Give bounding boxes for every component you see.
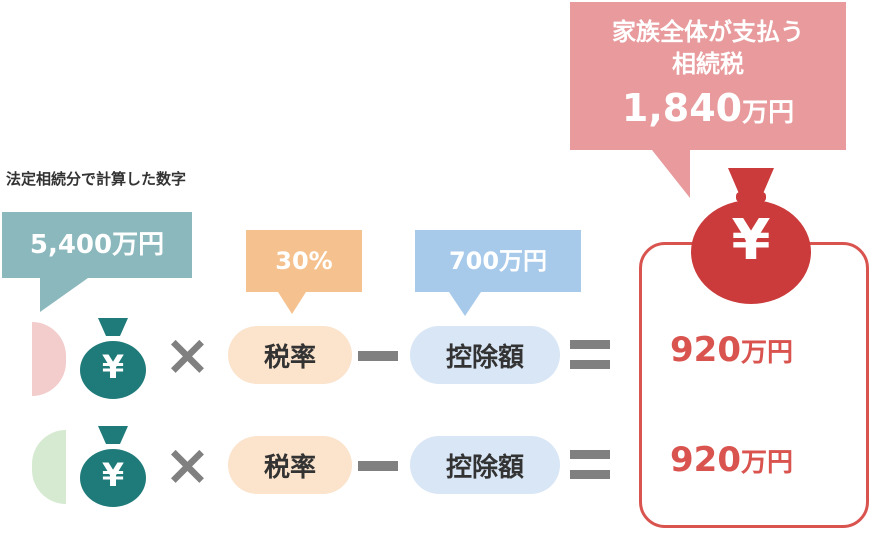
deduction-pill-2: 控除額 (410, 436, 560, 494)
teal-yen-symbol: ¥ (101, 348, 125, 386)
deduction-text: 700万円 (448, 247, 548, 275)
teal-money-bag-icon: ¥ (78, 314, 148, 400)
tax-rate-pill: 税率 (228, 326, 352, 384)
red-money-bag-icon: ¥ (686, 156, 816, 306)
total-bubble-tail (652, 150, 690, 198)
total-line1: 家族全体が支払う (612, 18, 804, 46)
heir-amount-text: 5,400万円 (29, 230, 165, 260)
half-circle-pink (32, 322, 66, 396)
total-amount: 1,840 (621, 86, 743, 130)
half-circle-green (32, 430, 66, 504)
heir-amount-bubble-tail (40, 278, 88, 312)
equals-sign-2 (570, 450, 610, 480)
caption: 法定相続分で計算した数字 (6, 170, 187, 188)
multiply-sign: × (164, 323, 211, 388)
deduction-bubble: 700万円 (415, 230, 581, 316)
total-amount-line: 1,840万円 (570, 86, 846, 130)
total-line2: 相続税 (672, 50, 744, 78)
tax-rate-bubble-tail (278, 292, 306, 314)
deduction-bubble-tail (449, 292, 481, 316)
total-unit: 万円 (742, 98, 795, 128)
teal-yen-symbol-2: ¥ (101, 456, 125, 494)
equals-sign (570, 340, 610, 370)
minus-sign-2 (358, 461, 398, 471)
deduction-pill: 控除額 (410, 326, 560, 384)
red-yen-symbol: ¥ (731, 208, 771, 273)
heir-amount-bubble: 5,400万円 (2, 212, 192, 312)
teal-money-bag-icon-2: ¥ (78, 422, 148, 508)
total-tax-bubble: 家族全体が支払う 相続税 1,840万円 (570, 2, 846, 198)
multiply-sign-2: × (164, 433, 211, 498)
tax-rate-pill-2: 税率 (228, 436, 352, 494)
tax-rate-text: 30% (275, 247, 333, 275)
minus-sign (358, 351, 398, 361)
tax-rate-bubble: 30% (246, 230, 362, 314)
